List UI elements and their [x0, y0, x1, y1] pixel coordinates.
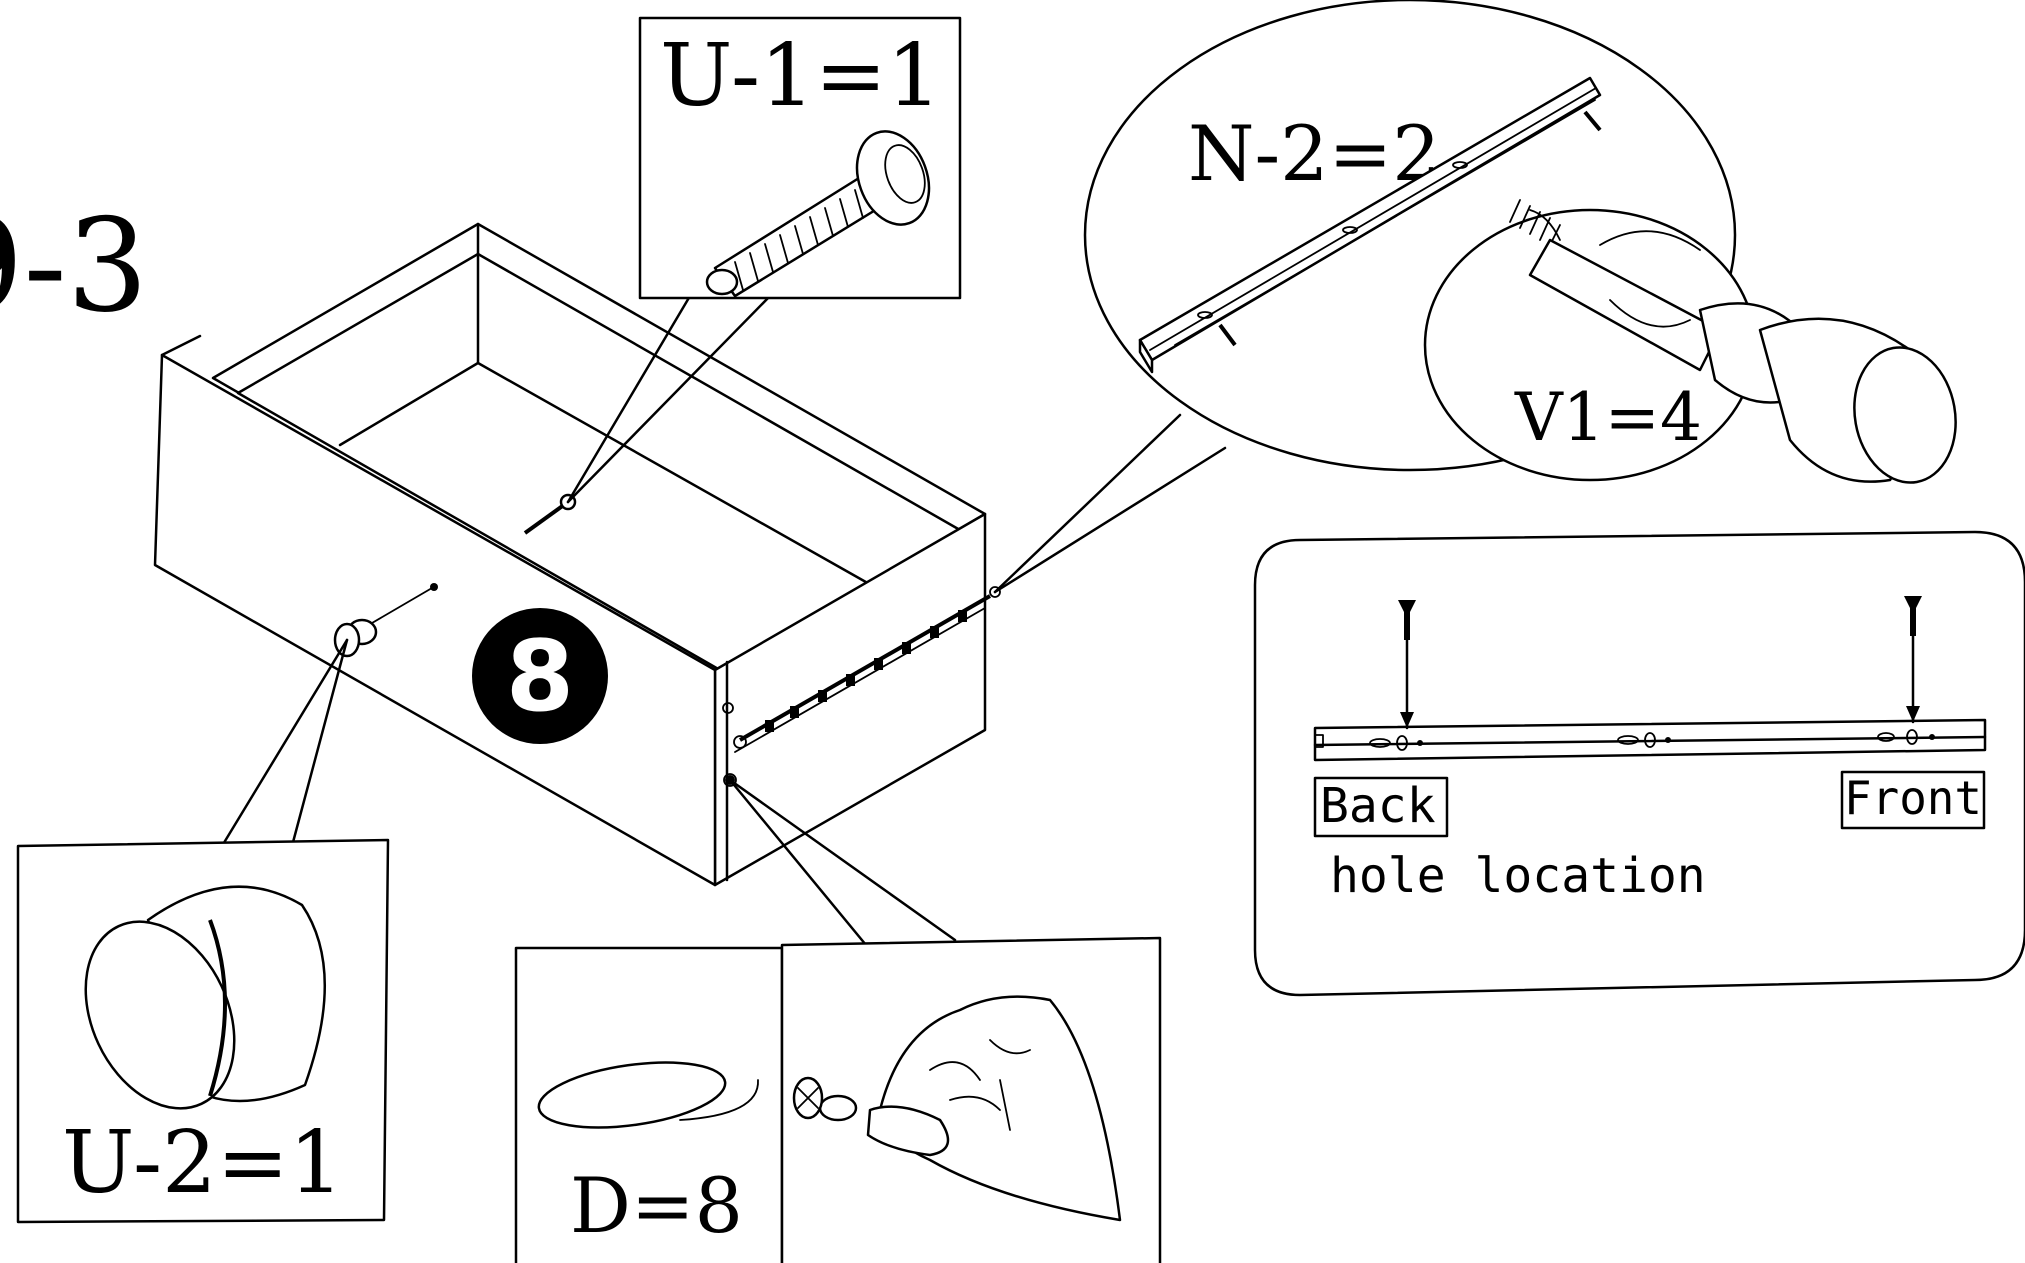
part-label-n2: N-2=2: [1188, 109, 1441, 198]
hole-location-rail: [1313, 718, 1987, 762]
part-label-u1: U-1=1: [660, 26, 942, 126]
back-label: Back: [1320, 778, 1436, 834]
drawer-slide-n2-icon: [1138, 76, 1602, 374]
screwdriver-v1-icon: [1509, 199, 1957, 484]
back-hole-screw-arrow: [1398, 600, 1416, 730]
callout-screw-u1: U-1=1: [566, 16, 962, 504]
part-label-d: D=8: [570, 1161, 743, 1250]
part-label-v1: V1=4: [1514, 379, 1702, 456]
screw-u1-icon: [705, 130, 931, 298]
front-label: Front: [1844, 771, 1982, 825]
back-label-box: [1313, 776, 1449, 838]
front-hole-screw-arrow: [1904, 596, 1922, 724]
front-label-box: [1840, 770, 1986, 830]
step-badge-number: 8: [506, 620, 574, 734]
part-label-u2: U-2=1: [62, 1113, 344, 1213]
step-label: 9-3: [0, 192, 148, 341]
callout-knob-u2: U-2=1: [16, 638, 390, 1224]
drawer-illustration: [153, 222, 1001, 887]
hole-location-caption: hole location: [1330, 848, 1706, 904]
knob-u2-icon: [84, 885, 326, 1110]
callout-slide-n2: N-2=2 V1=4: [993, 0, 1957, 594]
hand-pressing-bumper-icon: [792, 995, 1122, 1222]
step-badge: 8: [472, 608, 608, 744]
hole-location-panel: Back Front hole location: [1253, 530, 2025, 997]
callout-bumper-d: D=8: [514, 778, 1162, 1263]
side-slide-screws: [722, 586, 1001, 787]
bumper-d-icon: [537, 1061, 759, 1129]
drawer-front-panel: [153, 353, 717, 887]
